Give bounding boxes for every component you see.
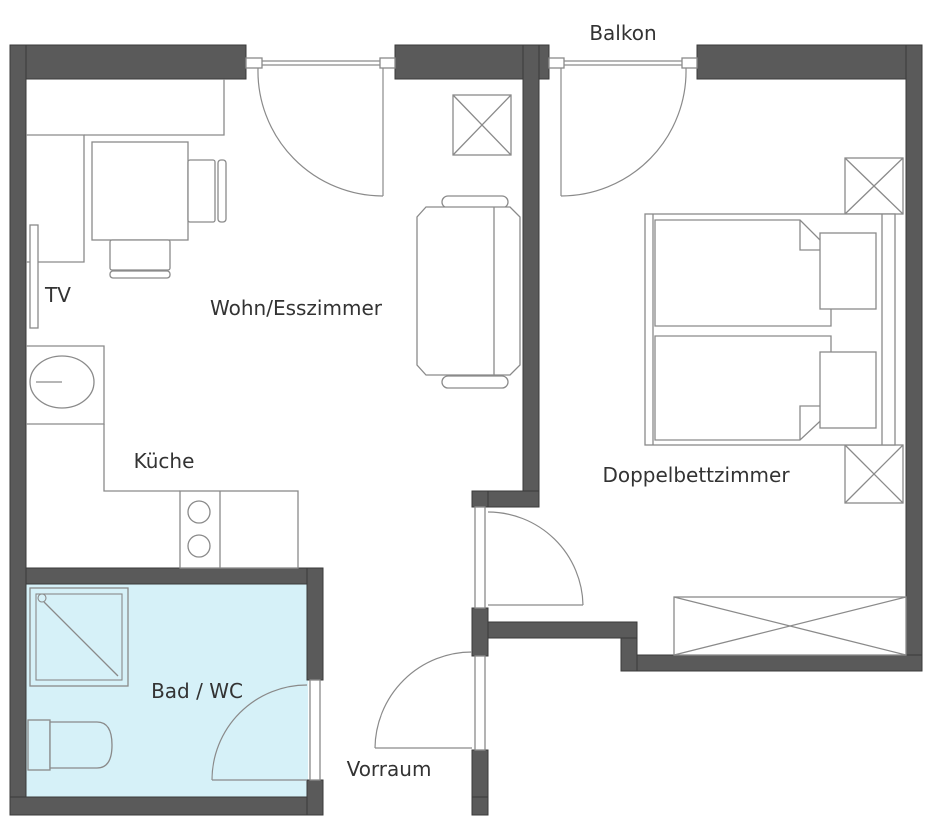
walls	[9, 44, 923, 816]
door-swings	[211, 67, 687, 781]
label-doppelbettzimmer: Doppelbettzimmer	[602, 463, 790, 487]
shower	[29, 587, 129, 687]
label-tv: TV	[44, 283, 71, 307]
sofa	[416, 195, 521, 389]
label-vorraum: Vorraum	[347, 757, 432, 781]
shaft-living	[452, 94, 512, 156]
label-balkon: Balkon	[589, 21, 656, 45]
kitchen	[26, 345, 299, 569]
wardrobe	[673, 596, 907, 656]
shafts-bedroom	[844, 157, 904, 504]
label-kueche: Küche	[134, 449, 195, 473]
windows	[245, 57, 698, 69]
label-bad-wc: Bad / WC	[151, 679, 243, 703]
tv-unit	[29, 224, 39, 329]
double-bed	[644, 213, 896, 446]
toilet	[27, 719, 113, 771]
label-wohn-esszimmer: Wohn/Esszimmer	[210, 296, 383, 320]
dining-area	[26, 79, 227, 279]
